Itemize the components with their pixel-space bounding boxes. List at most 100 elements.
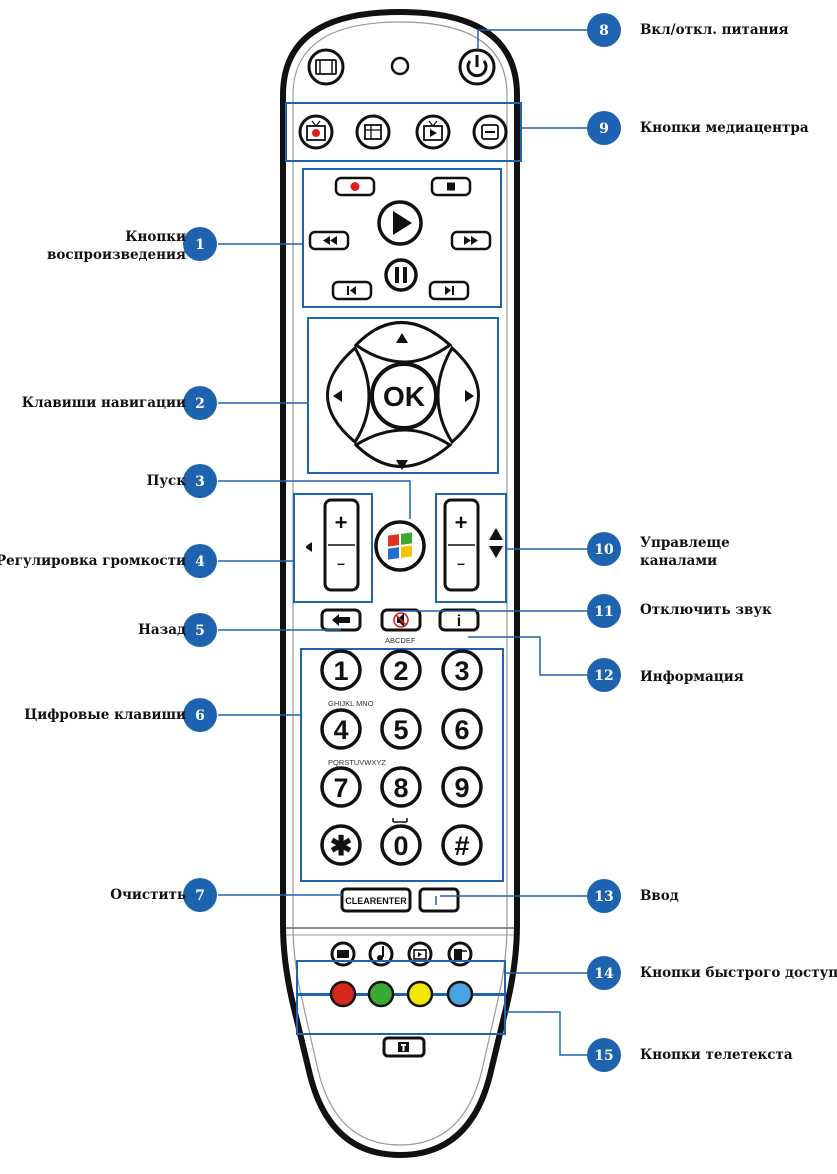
nav-left-button[interactable]	[326, 345, 371, 445]
tv-mode-button[interactable]	[307, 48, 345, 86]
volume-group	[293, 493, 373, 603]
digit-button-9[interactable]: ✱	[320, 824, 362, 866]
callout-label-8: Вкл/откл. питания	[640, 22, 789, 38]
callout-badge-2: 2	[183, 386, 217, 420]
guide-button[interactable]	[355, 114, 391, 150]
channel-arrows-icon	[489, 528, 503, 558]
digit-button-2[interactable]: 3	[441, 649, 483, 691]
rewind-icon	[323, 236, 337, 245]
digit-button-1[interactable]: 2	[380, 649, 422, 691]
callout-label-14: Кнопки быстрого доступа	[640, 965, 837, 981]
enter-button[interactable]	[418, 887, 460, 913]
callout-number-14: 14	[594, 966, 614, 982]
callout-label-10-line2: каналами	[640, 553, 718, 570]
fast-forward-button[interactable]	[450, 230, 492, 251]
up-arrow-icon	[396, 333, 408, 343]
digit-label: 7	[333, 773, 348, 803]
callout-number-13: 13	[594, 889, 613, 905]
letters-pqrs: PQRSTUVWXYZ	[328, 758, 386, 767]
channel-down-button[interactable]: –	[457, 555, 465, 571]
callout-badge-15: 15	[587, 1038, 621, 1072]
teletext-button[interactable]	[382, 1036, 426, 1058]
nav-right-button[interactable]	[436, 345, 480, 445]
callout-number-3: 3	[195, 474, 205, 490]
back-arrow-icon	[332, 614, 350, 626]
recorded-tv-button[interactable]	[415, 114, 451, 150]
digit-label: 0	[393, 831, 408, 861]
callout-label-4: Регулировка громкости	[0, 553, 186, 569]
skip-forward-icon	[445, 286, 454, 295]
digit-button-11[interactable]: #	[441, 824, 483, 866]
callout-label-5: Назад	[138, 622, 186, 638]
recorded-tv-icon	[423, 120, 443, 141]
skip-back-icon	[347, 286, 356, 295]
callout-badge-9: 9	[587, 111, 621, 145]
callout-badge-12: 12	[587, 658, 621, 692]
volume-up-button[interactable]: +	[335, 510, 348, 535]
mute-button[interactable]	[380, 608, 422, 632]
callout-badge-7: 7	[183, 878, 217, 912]
callout-label-10-line1: Управлеще	[640, 535, 730, 551]
radio-button[interactable]	[447, 941, 473, 967]
navigation-group	[307, 317, 499, 474]
live-tv-button[interactable]	[298, 114, 334, 150]
callout-badge-1: 1	[183, 227, 217, 261]
clear-button[interactable]: CLEARENTER	[340, 887, 412, 913]
digit-label: 8	[393, 773, 408, 803]
callout-badge-8: 8	[587, 13, 621, 47]
ir-sensor	[390, 56, 410, 76]
power-button[interactable]	[458, 48, 496, 86]
clear-enter-label: CLEARENTER	[345, 896, 407, 906]
videos-button[interactable]	[407, 941, 433, 967]
nav-up-button[interactable]	[353, 321, 453, 364]
digit-button-3[interactable]: 4	[320, 708, 362, 750]
stop-icon	[447, 182, 455, 191]
rewind-button[interactable]	[308, 230, 350, 251]
skip-back-button[interactable]	[331, 280, 373, 301]
red-button[interactable]	[329, 980, 357, 1008]
callout-number-4: 4	[195, 554, 205, 570]
dvd-menu-icon	[481, 124, 499, 140]
digit-button-8[interactable]: 9	[441, 766, 483, 808]
digit-label: 3	[454, 656, 469, 686]
dvd-menu-button[interactable]	[472, 114, 508, 150]
pause-icon	[395, 267, 407, 283]
callout-badge-6: 6	[183, 698, 217, 732]
volume-icon	[306, 542, 312, 552]
letters-ghi: GHIJKL MNO	[328, 699, 374, 708]
digit-button-4[interactable]: 5	[380, 708, 422, 750]
callout-number-10: 10	[594, 542, 614, 558]
callout-badge-5: 5	[183, 613, 217, 647]
skip-forward-button[interactable]	[428, 280, 470, 301]
videos-icon	[413, 949, 427, 960]
pictures-button[interactable]	[330, 941, 356, 967]
green-button[interactable]	[367, 980, 395, 1008]
music-button[interactable]	[368, 941, 394, 967]
callout-number-8: 8	[599, 23, 609, 39]
stop-button[interactable]	[430, 176, 472, 197]
digit-button-0[interactable]: 1	[320, 649, 362, 691]
info-button[interactable]: i	[438, 608, 480, 632]
yellow-button[interactable]	[406, 980, 434, 1008]
play-button[interactable]	[377, 200, 423, 246]
start-button[interactable]	[374, 520, 426, 572]
volume-down-button[interactable]: –	[337, 555, 345, 571]
info-icon: i	[457, 613, 461, 630]
ok-button[interactable]: OK	[370, 362, 438, 430]
callout-number-9: 9	[599, 121, 609, 137]
callout-label-15: Кнопки телетекста	[640, 1047, 793, 1063]
digit-button-6[interactable]: 7	[320, 766, 362, 808]
digit-button-5[interactable]: 6	[441, 708, 483, 750]
digit-button-7[interactable]: 8	[380, 766, 422, 808]
pause-button[interactable]	[384, 258, 418, 292]
radio-icon	[454, 949, 467, 960]
nav-down-button[interactable]	[353, 428, 453, 470]
callout-label-3: Пуск	[146, 473, 186, 489]
channel-up-button[interactable]: +	[455, 510, 468, 535]
record-button[interactable]	[334, 176, 376, 197]
blue-button[interactable]	[446, 980, 474, 1008]
guide-icon	[364, 124, 382, 140]
digit-button-10[interactable]: 0	[380, 824, 422, 866]
letters-abc: ABCDEF	[385, 636, 416, 645]
back-button[interactable]	[320, 608, 362, 632]
